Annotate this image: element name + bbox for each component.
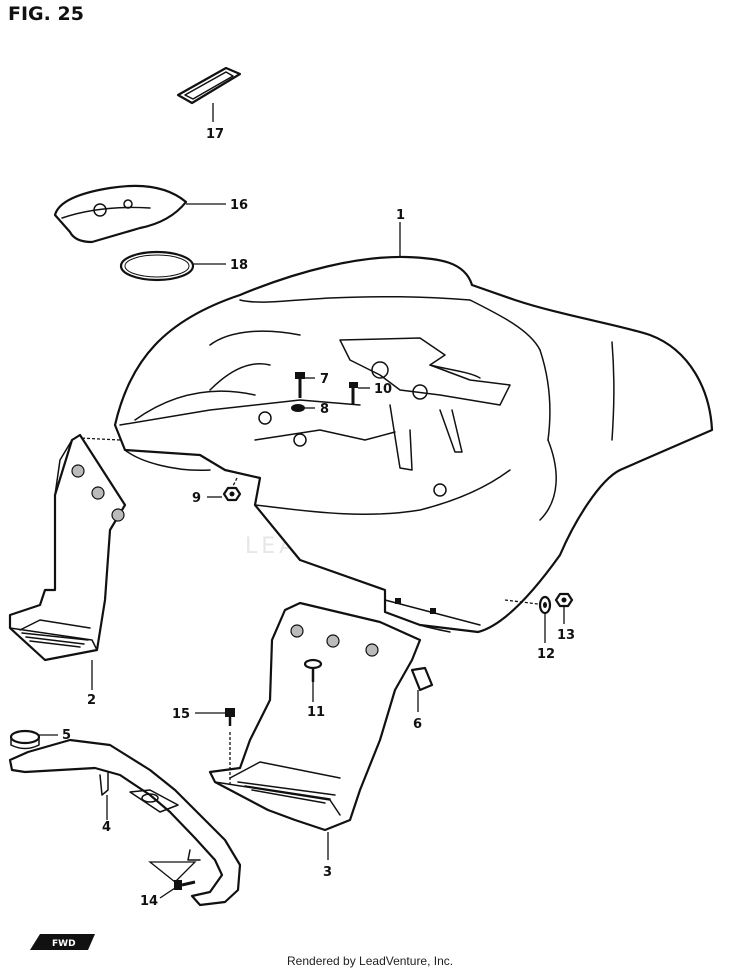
part-15-bolt [225,708,235,726]
callout-7: 7 [320,372,329,387]
callout-13: 13 [557,628,575,643]
footer-credit: Rendered by LeadVenture, Inc. [287,954,453,968]
fwd-arrow-icon: FWD [30,934,95,950]
part-16-cover [53,184,188,244]
callout-4: 4 [102,820,111,835]
callout-18: 18 [230,258,248,273]
part-9-nut [222,486,242,502]
callout-14: 14 [140,894,158,909]
figure-title: FIG. 25 [8,3,84,25]
callout-11: 11 [307,705,325,720]
part-12-washer [538,595,552,615]
fwd-label: FWD [52,939,76,949]
callout-15: 15 [172,707,190,722]
part-14-bolt [174,880,196,890]
callout-16: 16 [230,198,248,213]
callout-numbers: 1 2 3 4 5 6 7 8 9 10 11 12 13 14 15 16 1… [62,127,575,909]
part-4-bracket [8,738,242,907]
callout-1: 1 [396,208,405,223]
callout-9: 9 [192,491,201,506]
callout-17: 17 [206,127,224,142]
part-10-bolt [349,382,358,405]
part-8-grommet [291,404,305,412]
callout-5: 5 [62,728,71,743]
part-11-screw [303,658,323,682]
part-17-pad [176,66,242,105]
part-18-ring [119,250,195,282]
part-13-nut [554,592,574,608]
callout-6: 6 [413,717,422,732]
callout-12: 12 [537,647,555,662]
callout-3: 3 [323,865,332,880]
callout-2: 2 [87,693,96,708]
part-3-right-mudguard [208,601,422,832]
part-1-rear-fender [113,255,714,634]
callout-10: 10 [374,382,392,397]
part-2-left-mudguard [8,433,127,662]
callout-8: 8 [320,402,329,417]
part-6-pad [410,666,434,692]
part-5-plug [9,729,41,750]
part-7-bolt [295,372,305,398]
